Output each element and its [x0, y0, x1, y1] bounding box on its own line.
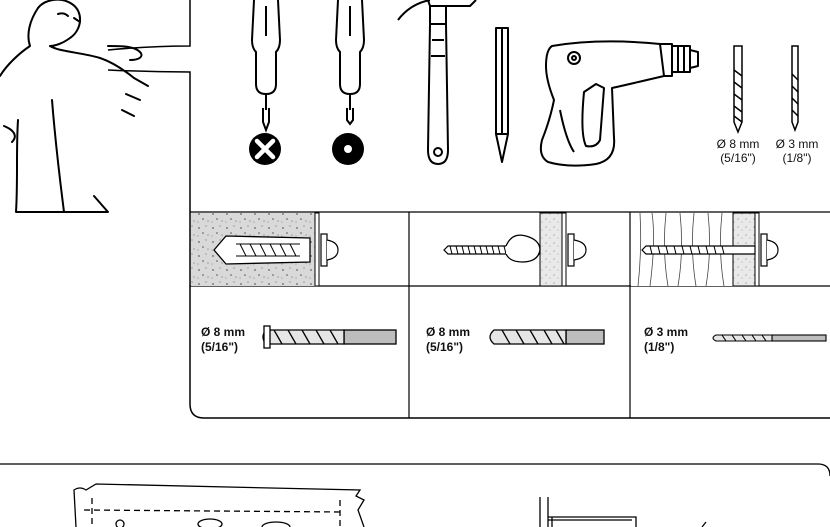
- drill-icon: [539, 40, 699, 167]
- parts-bag-icon: [73, 483, 365, 527]
- hammer-icon: [397, 0, 477, 165]
- bit-size-imperial: (1/8"): [782, 151, 812, 165]
- drill-bit-icon: [489, 329, 605, 345]
- flat-screwdriver-icon: [334, 0, 366, 126]
- bit-size-imperial: (5/16"): [426, 340, 464, 354]
- table-bit-size-label: Ø 8 mm (5/16"): [426, 325, 470, 355]
- bit-size-metric: Ø 8 mm: [426, 325, 471, 339]
- bit-size-imperial: (5/16"): [720, 151, 756, 165]
- plasterboard-wall-anchor: [443, 212, 587, 287]
- drill-bit-size-label: Ø 8 mm (5/16"): [708, 137, 768, 165]
- drill-bit-icon: [712, 334, 827, 342]
- bit-size-imperial: (1/8"): [644, 340, 675, 354]
- wood-wall-screw: [631, 212, 779, 287]
- table-bit-size-label: Ø 8 mm (5/16"): [201, 325, 245, 355]
- bit-size-metric: Ø 8 mm: [716, 137, 760, 151]
- pencil-icon: [495, 27, 509, 163]
- bit-size-imperial: (5/16"): [201, 340, 239, 354]
- wall-cabinet-icon: [539, 497, 707, 527]
- bit-size-metric: Ø 8 mm: [201, 325, 246, 339]
- drill-bit-icon: [262, 325, 397, 349]
- table-bit-size-label: Ø 3 mm (1/8"): [644, 325, 688, 355]
- concrete-wall-anchor: [191, 212, 339, 287]
- phillips-head-icon: [249, 133, 281, 165]
- phillips-screwdriver-icon: [250, 0, 282, 133]
- drill-bit-size-label: Ø 3 mm (1/8"): [768, 137, 826, 165]
- flat-head-icon: [332, 133, 364, 165]
- bit-size-metric: Ø 3 mm: [775, 137, 819, 151]
- bit-size-metric: Ø 3 mm: [644, 325, 689, 339]
- person-icon: [0, 0, 149, 213]
- drill-bit-icon: [733, 45, 799, 135]
